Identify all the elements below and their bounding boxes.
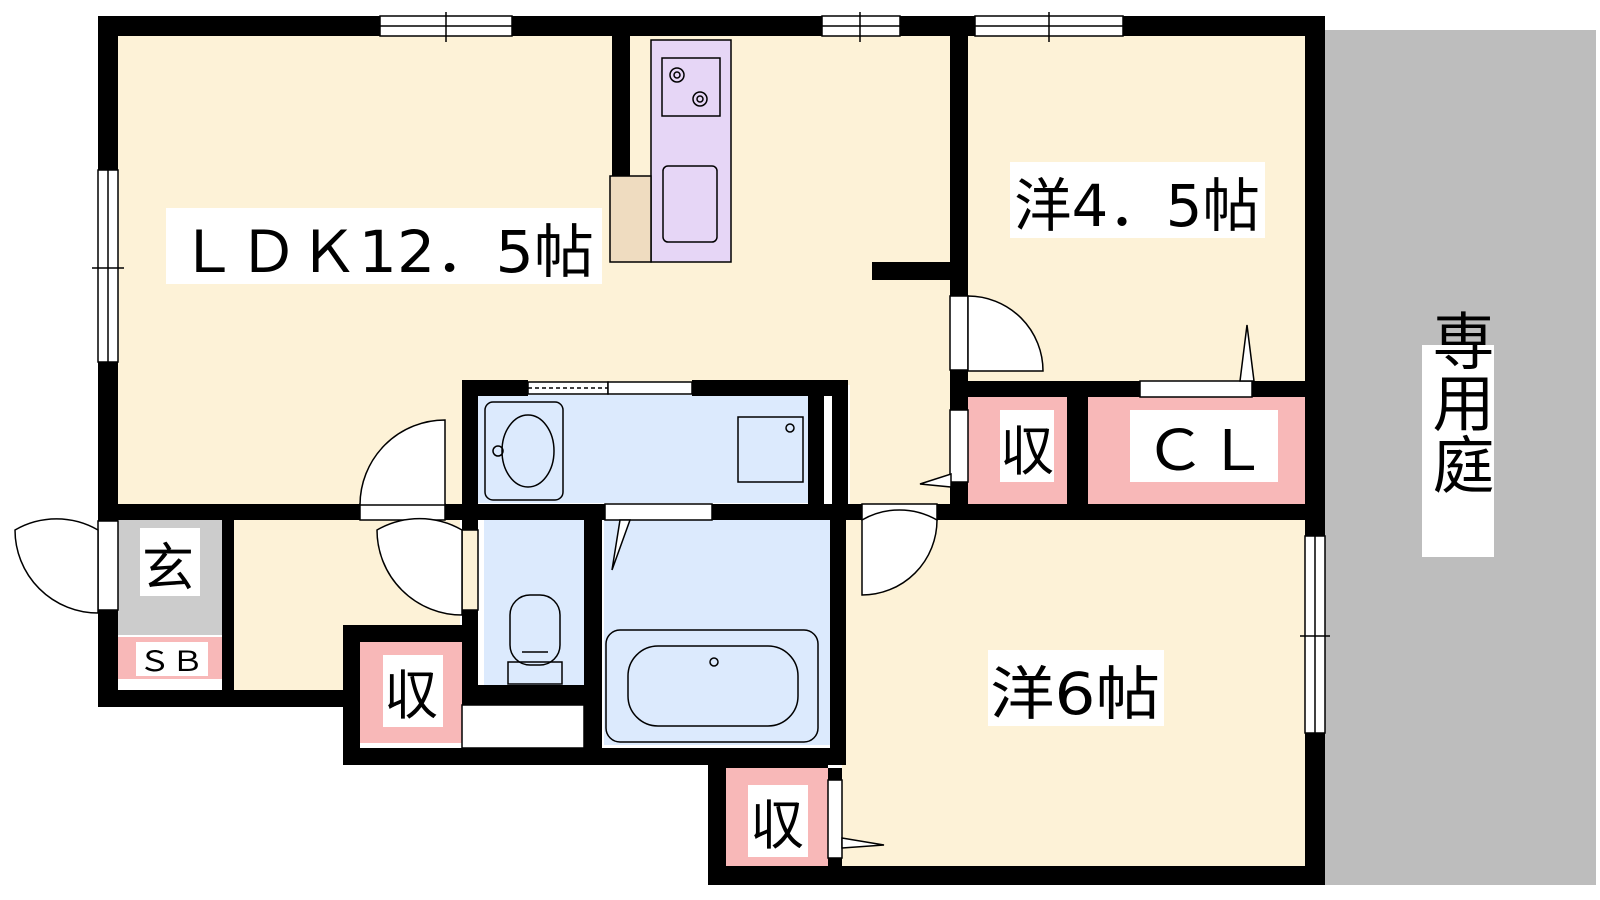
- closet-label: ＣＬ: [1144, 419, 1268, 484]
- toilet-icon: [507, 594, 563, 685]
- washer-pan-icon: [737, 416, 804, 483]
- bath-floor: [604, 520, 830, 745]
- washbasin-icon: [484, 401, 564, 501]
- western-small-label: 洋4．5帖: [1014, 172, 1260, 240]
- stove-icon: [661, 57, 721, 117]
- walls: [98, 16, 1325, 885]
- storage-3-label: 収: [750, 794, 804, 857]
- ldk-label: ＬＤＫ12．5帖: [178, 218, 594, 286]
- sink-icon: [662, 165, 718, 243]
- label-backgrounds: [136, 162, 1494, 857]
- door-swings: [14, 295, 1255, 849]
- storage-2-label: 収: [384, 664, 438, 727]
- washroom-floor: [473, 395, 813, 503]
- shoebox-label: ＳＢ: [138, 645, 204, 678]
- door-openings: [97, 295, 1253, 859]
- garden-label: 専用庭: [1422, 309, 1495, 495]
- western-large-label: 洋6帖: [990, 660, 1160, 728]
- storage-1-label: 収: [1000, 420, 1054, 483]
- entrance-label: 玄: [142, 539, 194, 599]
- fridge: [609, 175, 652, 263]
- toilet-floor: [484, 520, 584, 685]
- bathtub-icon: [605, 629, 819, 743]
